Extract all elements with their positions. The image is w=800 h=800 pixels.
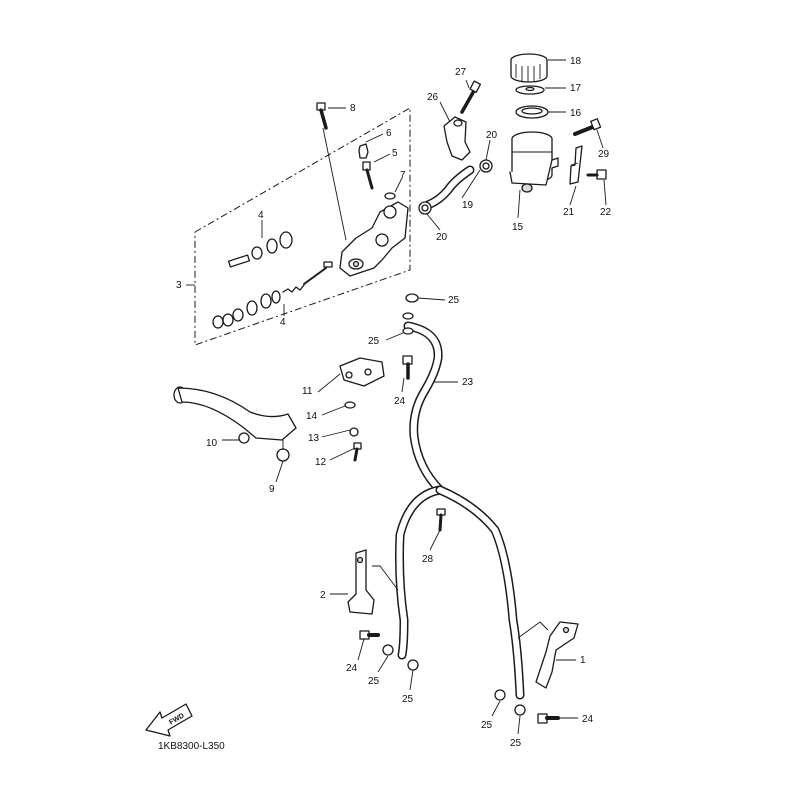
cap-6-part <box>358 143 369 159</box>
callout-12: 12 <box>315 457 327 468</box>
union-bolt-24-left-part <box>359 630 380 640</box>
callout-3: 3 <box>176 280 182 291</box>
hose-clip-upper-part <box>479 159 493 173</box>
hose-joint-part <box>443 116 471 161</box>
piston-kit-lower-part <box>212 261 333 329</box>
reservoir-diaphragm-part <box>515 105 549 119</box>
nut-9-part <box>276 448 290 462</box>
callout-5: 5 <box>392 148 398 159</box>
reservoir-diaphragm-plate-part <box>515 85 545 95</box>
brake-hose-left-leg-part <box>395 485 445 660</box>
reservoir-cap-part <box>510 53 548 83</box>
callout-13: 13 <box>308 433 320 444</box>
master-cylinder-body-part <box>339 201 409 277</box>
callout-25-top: 25 <box>448 295 460 306</box>
callout-15: 15 <box>512 222 524 233</box>
bolt-29-part <box>573 118 602 136</box>
callout-7: 7 <box>400 170 406 181</box>
callout-17: 17 <box>570 83 582 94</box>
callout-19: 19 <box>462 200 474 211</box>
hose-clip-lower-part <box>418 201 432 215</box>
callout-leader-lines <box>222 59 607 735</box>
callout-27: 27 <box>455 67 467 78</box>
union-bolt-24-upper-part <box>402 355 413 380</box>
bolt-28-part <box>436 508 446 532</box>
washer-25-left-b-part <box>407 659 419 671</box>
callout-24-right: 24 <box>582 714 594 725</box>
brake-lever-part <box>173 386 297 444</box>
callout-25-right-b: 25 <box>510 738 522 749</box>
callout-24-left: 24 <box>346 663 358 674</box>
callout-2: 2 <box>320 590 326 601</box>
washer-25-right-a-part <box>494 689 506 701</box>
washer-25-left-a-part <box>382 644 394 656</box>
nut-13-part <box>349 427 359 437</box>
bolt-27-part <box>460 80 482 114</box>
washer-25-mid-a-part <box>402 312 414 320</box>
callout-8: 8 <box>350 103 356 114</box>
callout-11: 11 <box>302 386 313 397</box>
bolt-12-part <box>353 442 362 462</box>
callout-20a: 20 <box>486 130 498 141</box>
bracket-1-part <box>535 621 579 689</box>
master-cylinder-kit-group-outline <box>186 107 411 346</box>
callout-21: 21 <box>563 207 575 218</box>
callout-25-mid: 25 <box>368 336 380 347</box>
callout-18: 18 <box>570 56 582 67</box>
bleeder-screw-5-part <box>362 161 374 190</box>
callout-20b: 20 <box>436 232 448 243</box>
brake-hose-right-leg-part <box>435 485 525 700</box>
washer-14-part <box>344 401 356 409</box>
callout-22: 22 <box>600 207 612 218</box>
callout-24-upper: 24 <box>394 396 406 407</box>
callout-9: 9 <box>269 484 275 495</box>
washer-25-mid-b-part <box>402 327 414 335</box>
piston-kit-upper-part <box>227 231 293 268</box>
callout-4-upper: 4 <box>258 210 264 221</box>
callout-1: 1 <box>580 655 586 666</box>
bolt-22-part <box>586 169 607 180</box>
lever-holder-part <box>339 357 385 387</box>
callout-10: 10 <box>206 438 218 449</box>
bolt-8-part <box>316 102 328 130</box>
callout-26: 26 <box>427 92 439 103</box>
washer-7-part <box>384 192 396 200</box>
reservoir-body-part <box>509 131 559 193</box>
callout-16: 16 <box>570 108 582 119</box>
fwd-arrow-icon: FWD <box>145 703 193 737</box>
reservoir-bracket-part <box>569 145 583 185</box>
bracket-2-part <box>347 549 375 615</box>
callout-25-right-a: 25 <box>481 720 493 731</box>
washer-25-right-b-part <box>514 704 526 716</box>
union-bolt-24-right-part <box>537 713 560 724</box>
callout-labels: 18 17 16 15 19 20 20 21 22 29 27 26 8 6 … <box>176 56 612 749</box>
callout-14: 14 <box>306 411 318 422</box>
diagram-code: 1KB8300-L350 <box>158 741 225 752</box>
callout-6: 6 <box>386 128 392 139</box>
callout-25-left-b: 25 <box>402 694 414 705</box>
callout-4-lower: 4 <box>280 317 286 328</box>
callout-29: 29 <box>598 149 610 160</box>
washer-25-top-part <box>405 293 419 303</box>
reservoir-hose-part <box>423 165 475 210</box>
callout-25-left-a: 25 <box>368 676 380 687</box>
callout-28: 28 <box>422 554 434 565</box>
callout-23: 23 <box>462 377 474 388</box>
brake-hose-23-part <box>403 321 445 495</box>
